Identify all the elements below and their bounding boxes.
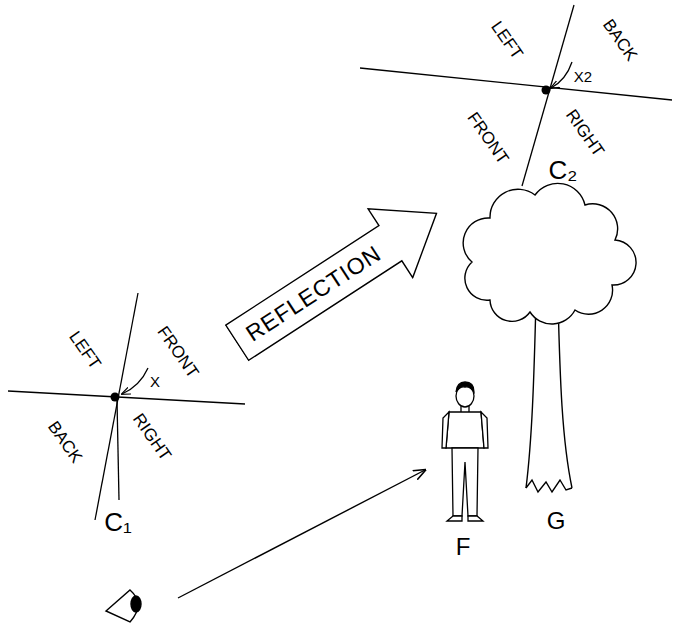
pivot-dot — [111, 393, 120, 402]
direction-label: BACK — [600, 16, 640, 64]
frame-label: C₁ — [104, 509, 132, 535]
pivot-dot — [542, 86, 551, 95]
figure-label: G — [547, 509, 566, 533]
cross-c2 — [360, 5, 672, 186]
arrow-shape: REFLECTION — [214, 178, 461, 379]
arrow-label: REFLECTION — [241, 240, 386, 347]
direction-label: FRONT — [464, 109, 512, 167]
tree-figure — [463, 183, 636, 492]
direction-label: BACK — [45, 418, 85, 466]
frame-label: C₂ — [549, 157, 578, 183]
direction-label: RIGHT — [130, 410, 174, 463]
cross-c1 — [8, 293, 245, 520]
arrow-path — [215, 179, 459, 377]
angle-label: X — [150, 374, 160, 389]
direction-label: FRONT — [154, 323, 202, 381]
angle-label: X2 — [574, 69, 592, 84]
figure-label: F — [456, 535, 471, 559]
direction-label: LEFT — [66, 328, 104, 372]
direction-label: LEFT — [488, 18, 526, 62]
eye-figure — [106, 470, 425, 622]
direction-label: RIGHT — [563, 106, 607, 159]
person-figure — [442, 382, 488, 521]
